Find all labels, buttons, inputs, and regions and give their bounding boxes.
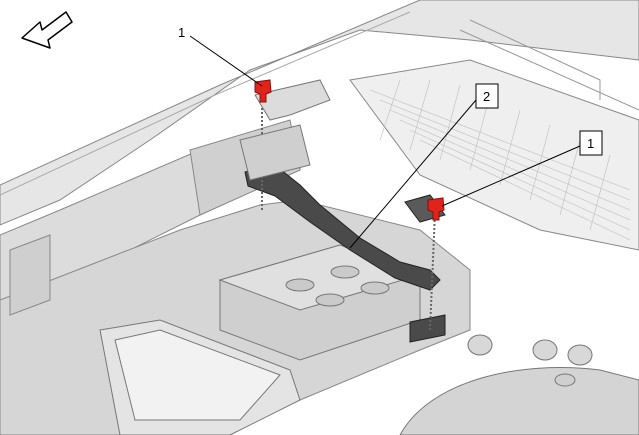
hoses bbox=[399, 334, 639, 435]
callout-label: 1 bbox=[587, 136, 594, 151]
air-intake-duct bbox=[99, 319, 301, 435]
left-mount-bracket bbox=[239, 79, 331, 181]
fastener-left bbox=[254, 79, 272, 103]
callout-label: 2 bbox=[483, 89, 490, 104]
battery bbox=[218, 244, 422, 361]
callout-fastener-right: 1 bbox=[441, 130, 603, 207]
hood-panel bbox=[0, 0, 639, 226]
front-direction-arrow-icon bbox=[21, 11, 73, 49]
callout-fastener-left: 1 bbox=[178, 25, 263, 87]
callout-brace: 2 bbox=[349, 83, 499, 249]
cowl-mesh bbox=[349, 19, 639, 251]
fastener-right bbox=[427, 197, 445, 221]
callout-label: 1 bbox=[178, 25, 185, 40]
